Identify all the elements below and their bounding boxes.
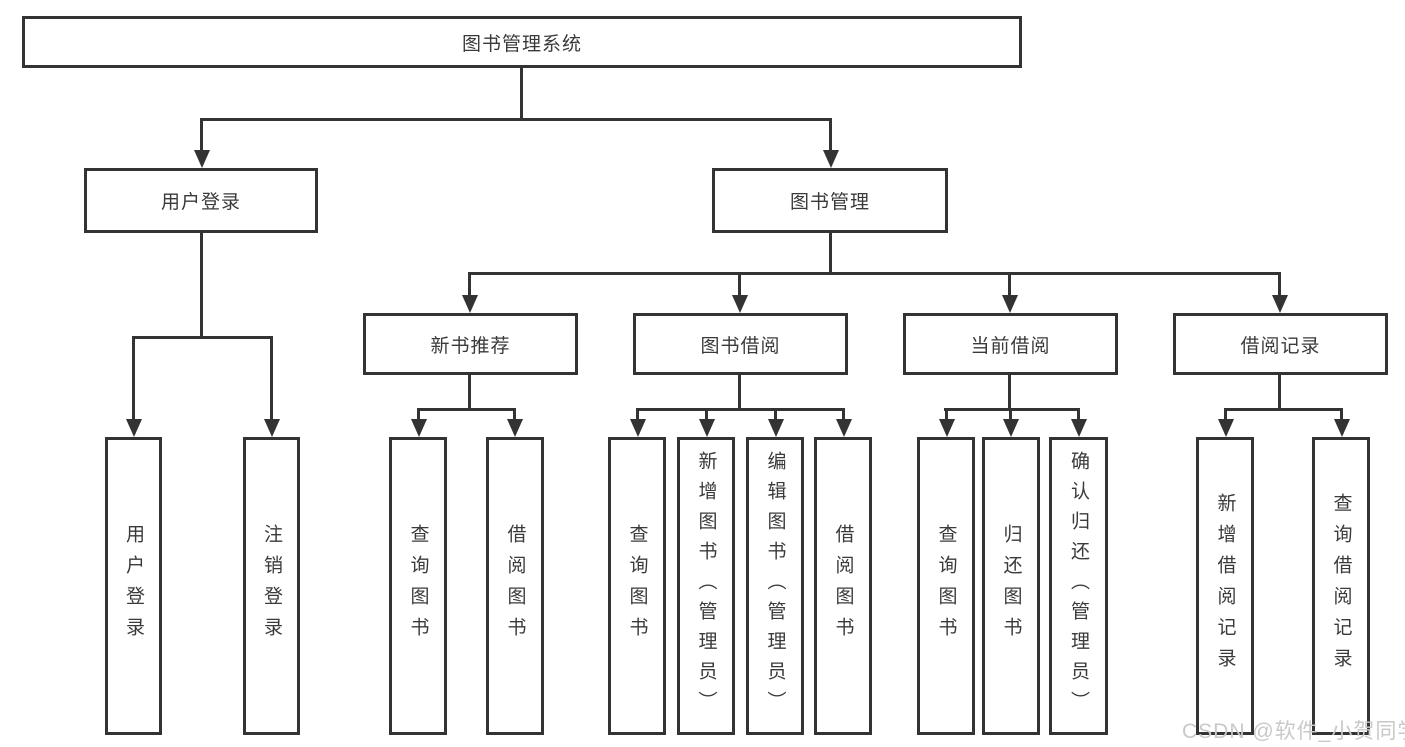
connector-book-mgmt-stem bbox=[829, 233, 832, 275]
leaf-user-login: 用户登录 bbox=[105, 437, 162, 735]
connector-user-login-hbar bbox=[132, 336, 273, 339]
leaf-cb-return-book-label: 归还图书 bbox=[1000, 524, 1022, 648]
connector-new-book-rec-hbar bbox=[417, 408, 516, 411]
arrow-down-icon bbox=[939, 419, 955, 437]
node-book-borrow-label: 图书借阅 bbox=[700, 335, 781, 357]
arrow-down-icon bbox=[732, 295, 748, 313]
connector-borrow-record-hbar bbox=[1224, 408, 1342, 411]
arrow-down-icon bbox=[699, 419, 715, 437]
node-user-login-label: 用户登录 bbox=[160, 192, 241, 213]
arrow-down-icon bbox=[630, 419, 646, 437]
node-borrow-record-label: 借阅记录 bbox=[1240, 335, 1321, 357]
csdn-watermark: CSDN @软件_小贺同学 bbox=[1182, 720, 1405, 743]
arrow-down-icon bbox=[264, 419, 280, 437]
connector-leaf-stem bbox=[1009, 408, 1012, 422]
leaf-cb-query-book-label: 查询图书 bbox=[935, 524, 957, 648]
connector-to-book-borrow bbox=[738, 272, 741, 297]
node-current-borrow: 当前借阅 bbox=[903, 313, 1118, 375]
leaf-bb-query-book-label: 查询图书 bbox=[626, 524, 648, 648]
node-book-borrow: 图书借阅 bbox=[633, 313, 848, 375]
connector-to-leaf-login bbox=[132, 336, 135, 419]
connector-root-stem bbox=[520, 68, 523, 118]
node-new-book-rec-label: 新书推荐 bbox=[430, 335, 511, 357]
node-root-system-label: 图书管理系统 bbox=[461, 33, 582, 55]
arrow-down-icon bbox=[823, 150, 839, 168]
leaf-rec-query-book: 查询图书 bbox=[389, 437, 447, 735]
leaf-cb-query-book: 查询图书 bbox=[917, 437, 975, 735]
leaf-logout-label: 注销登录 bbox=[261, 524, 282, 648]
node-borrow-record: 借阅记录 bbox=[1173, 313, 1388, 375]
leaf-bb-add-book-label: 新增图书（管理员） bbox=[695, 451, 717, 721]
node-book-mgmt: 图书管理 bbox=[712, 168, 948, 233]
connector-to-user-login bbox=[200, 118, 203, 152]
connector-leaf-stem bbox=[774, 408, 777, 422]
connector-book-borrow-stem bbox=[738, 375, 741, 411]
connector-to-leaf-logout bbox=[270, 336, 273, 419]
connector-leaf-stem bbox=[705, 408, 708, 422]
leaf-logout: 注销登录 bbox=[243, 437, 300, 735]
arrow-down-icon bbox=[126, 419, 142, 437]
arrow-down-icon bbox=[1218, 419, 1234, 437]
leaf-rec-query-book-label: 查询图书 bbox=[407, 524, 429, 648]
node-current-borrow-label: 当前借阅 bbox=[970, 335, 1051, 357]
leaf-bb-edit-book-label: 编辑图书（管理员） bbox=[764, 451, 786, 721]
leaf-bb-add-book: 新增图书（管理员） bbox=[677, 437, 735, 735]
leaf-br-add-record-label: 新增借阅记录 bbox=[1214, 493, 1236, 679]
leaf-rec-borrow-book-label: 借阅图书 bbox=[504, 524, 526, 648]
arrow-down-icon bbox=[836, 419, 852, 437]
arrow-down-icon bbox=[411, 419, 427, 437]
connector-leaf-stem bbox=[513, 408, 516, 422]
connector-borrow-record-stem bbox=[1278, 375, 1281, 411]
arrow-down-icon bbox=[1272, 295, 1288, 313]
connector-leaf-stem bbox=[1077, 408, 1080, 422]
connector-leaf-stem bbox=[636, 408, 639, 422]
arrow-down-icon bbox=[1334, 419, 1350, 437]
leaf-rec-borrow-book: 借阅图书 bbox=[486, 437, 544, 735]
arrow-down-icon bbox=[768, 419, 784, 437]
node-root-system: 图书管理系统 bbox=[22, 16, 1022, 68]
connector-to-current-borrow bbox=[1008, 272, 1011, 297]
connector-book-borrow-hbar bbox=[636, 408, 844, 411]
leaf-br-query-record-label: 查询借阅记录 bbox=[1330, 493, 1352, 679]
connector-to-borrow-record bbox=[1278, 272, 1281, 297]
leaf-br-add-record: 新增借阅记录 bbox=[1196, 437, 1254, 735]
leaf-bb-borrow-book-label: 借阅图书 bbox=[832, 524, 854, 648]
arrow-down-icon bbox=[194, 150, 210, 168]
connector-user-login-stem bbox=[200, 233, 203, 336]
arrow-down-icon bbox=[1002, 295, 1018, 313]
connector-leaf-stem bbox=[1340, 408, 1343, 422]
leaf-br-query-record: 查询借阅记录 bbox=[1312, 437, 1370, 735]
leaf-cb-return-book: 归还图书 bbox=[982, 437, 1040, 735]
leaf-bb-edit-book: 编辑图书（管理员） bbox=[746, 437, 804, 735]
leaf-bb-query-book: 查询图书 bbox=[608, 437, 666, 735]
connector-current-borrow-stem bbox=[1008, 375, 1011, 411]
connector-leaf-stem bbox=[1224, 408, 1227, 422]
connector-leaf-stem bbox=[842, 408, 845, 422]
node-book-mgmt-label: 图书管理 bbox=[789, 192, 870, 213]
connector-to-new-book-rec bbox=[468, 272, 471, 297]
arrow-down-icon bbox=[1003, 419, 1019, 437]
leaf-user-login-label: 用户登录 bbox=[123, 524, 144, 648]
leaf-cb-confirm-return-label: 确认归还（管理员） bbox=[1068, 451, 1089, 721]
connector-new-book-rec-stem bbox=[468, 375, 471, 411]
connector-leaf-stem bbox=[417, 408, 420, 422]
leaf-bb-borrow-book: 借阅图书 bbox=[814, 437, 872, 735]
leaf-cb-confirm-return: 确认归还（管理员） bbox=[1049, 437, 1108, 735]
connector-level3-hbar bbox=[468, 272, 1281, 275]
connector-to-book-mgmt bbox=[829, 118, 832, 152]
arrow-down-icon bbox=[507, 419, 523, 437]
node-new-book-rec: 新书推荐 bbox=[363, 313, 578, 375]
connector-level1-hbar bbox=[200, 118, 832, 121]
connector-leaf-stem bbox=[945, 408, 948, 422]
arrow-down-icon bbox=[1071, 419, 1087, 437]
node-user-login: 用户登录 bbox=[84, 168, 318, 233]
arrow-down-icon bbox=[462, 295, 478, 313]
